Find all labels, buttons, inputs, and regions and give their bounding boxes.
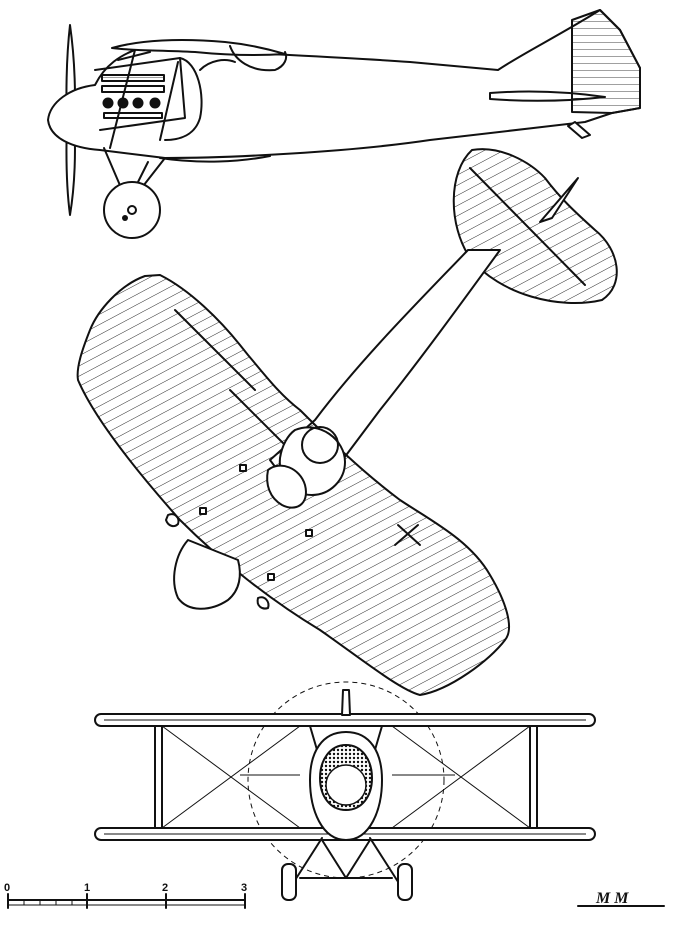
artist-signature: M M bbox=[577, 890, 665, 907]
landing-gear-front bbox=[289, 837, 403, 889]
scale-tick-2: 2 bbox=[162, 882, 168, 894]
front-view bbox=[94, 681, 596, 901]
top-view bbox=[76, 148, 618, 696]
rudder-side bbox=[571, 9, 641, 114]
wheel-right-front bbox=[397, 863, 413, 901]
side-view bbox=[47, 9, 641, 239]
scale-tick-3: 3 bbox=[241, 882, 247, 894]
cowl-louvers bbox=[101, 74, 165, 119]
wheel-left-front bbox=[281, 863, 297, 901]
scale-bar: 0 1 2 3 bbox=[4, 882, 247, 909]
scale-tick-0: 0 bbox=[4, 882, 10, 894]
scale-tick-1: 1 bbox=[84, 882, 90, 894]
fuselage-side bbox=[47, 9, 641, 159]
tailplane-top bbox=[452, 148, 618, 304]
signature-text: M M bbox=[595, 890, 629, 907]
nose-top bbox=[173, 539, 241, 610]
